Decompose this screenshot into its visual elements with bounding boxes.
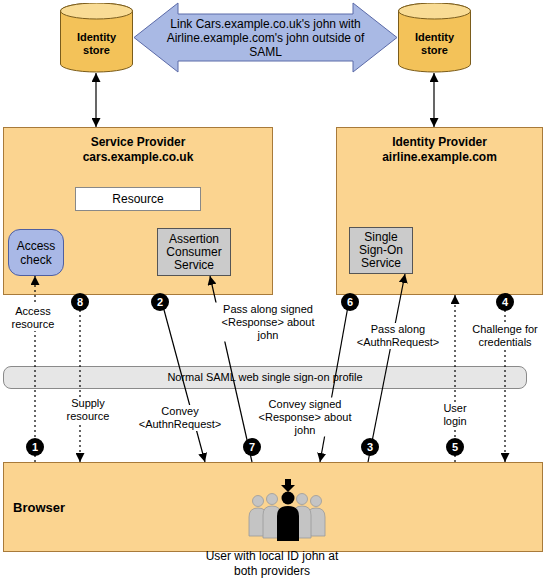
cylinder-body: [399, 3, 471, 72]
message-arrow: [320, 295, 350, 462]
user-head: [253, 496, 264, 507]
message-arrow: [160, 295, 205, 462]
node-text: Resource: [112, 192, 163, 206]
edge-label: Supply resource: [57, 397, 119, 423]
profile-band: Normal SAML web single sign-on profile: [3, 366, 527, 389]
user-head: [311, 496, 322, 507]
edge-label: Access resource: [2, 305, 64, 331]
dotted-arrow: [504, 295, 505, 462]
node-text: Service Provider cars.example.co.uk: [73, 135, 203, 165]
service-box: Single Sign-On Service: [349, 227, 413, 274]
node-text: Identity Provider airline.example.com: [372, 135, 507, 165]
double-arrow-shape: [134, 3, 397, 72]
node-text-box: Identity Provider airline.example.com: [372, 134, 507, 166]
node-text-box: Service Provider cars.example.co.uk: [73, 134, 203, 166]
node-text-box: Identity store: [402, 19, 467, 69]
cylinder-body: [61, 3, 133, 72]
main-user: [277, 479, 299, 541]
node-text-box: Browser: [13, 463, 113, 551]
node-text-box: Assertion Consumer Service: [159, 229, 229, 275]
callout-number: 1: [26, 438, 44, 456]
callout-number: 5: [446, 438, 464, 456]
node-text-box: Identity store: [64, 19, 129, 69]
edge-label: Pass along <AuthnRequest>: [351, 323, 446, 349]
node-text: Link Cars.example.co.uk's john with Airl…: [163, 17, 368, 59]
user-head: [267, 494, 278, 505]
edge-label: Challenge for credentials: [465, 323, 545, 349]
identity-store: Identity store: [398, 3, 471, 73]
edge-label: User login: [434, 402, 476, 428]
node-text: Identity store: [402, 31, 467, 57]
callout-number: 8: [71, 293, 89, 311]
provider-box: Service Provider cars.example.co.ukResou…: [3, 127, 273, 295]
node-text-box: Access check: [10, 230, 62, 275]
node-text: Access check: [10, 239, 62, 267]
node-text-box: Single Sign-On Service: [351, 228, 411, 273]
node-text: Browser: [13, 500, 65, 515]
resource-box: Resource: [75, 187, 201, 211]
pointer-arrow: [281, 479, 295, 492]
edge-label: Convey signed <Response> about john: [255, 398, 355, 437]
node-text: Identity store: [64, 31, 129, 57]
user-caption: User with local ID john at both provider…: [197, 549, 347, 579]
dotted-arrow: [454, 295, 455, 462]
node-text: Single Sign-On Service: [351, 231, 411, 270]
node-text: Assertion Consumer Service: [159, 233, 229, 272]
dotted-arrow: [79, 295, 80, 462]
callout-number: 4: [496, 293, 514, 311]
node-text-box: Link Cars.example.co.uk's john with Airl…: [163, 14, 368, 61]
callout-number: 6: [341, 293, 359, 311]
callout-number: 3: [361, 438, 379, 456]
message-arrow: [368, 274, 405, 462]
provider-box: Identity Provider airline.example.comSin…: [336, 127, 543, 295]
service-box: Assertion Consumer Service: [157, 228, 231, 276]
edge-label: Convey <AuthnRequest>: [134, 405, 226, 431]
user-head: [282, 492, 295, 505]
message-arrow: [433, 73, 434, 127]
callout-number: 7: [243, 438, 261, 456]
cylinder-top: [61, 3, 133, 19]
user-head: [297, 494, 308, 505]
node-text: Normal SAML web single sign-on profile: [167, 371, 362, 384]
access-check: Access check: [8, 229, 64, 276]
node-text-box: Normal SAML web single sign-on profile: [5, 367, 525, 388]
node-text-box: Resource: [77, 188, 199, 210]
edge-label: Pass along signed <Response> about john: [212, 303, 324, 342]
link-arrow: Link Cars.example.co.uk's john with Airl…: [133, 2, 398, 73]
user-body: [277, 506, 299, 541]
cylinder-top: [399, 3, 471, 19]
message-arrow: [95, 73, 96, 127]
identity-store: Identity store: [60, 3, 133, 73]
dotted-arrow: [34, 276, 35, 462]
callout-number: 2: [151, 293, 169, 311]
